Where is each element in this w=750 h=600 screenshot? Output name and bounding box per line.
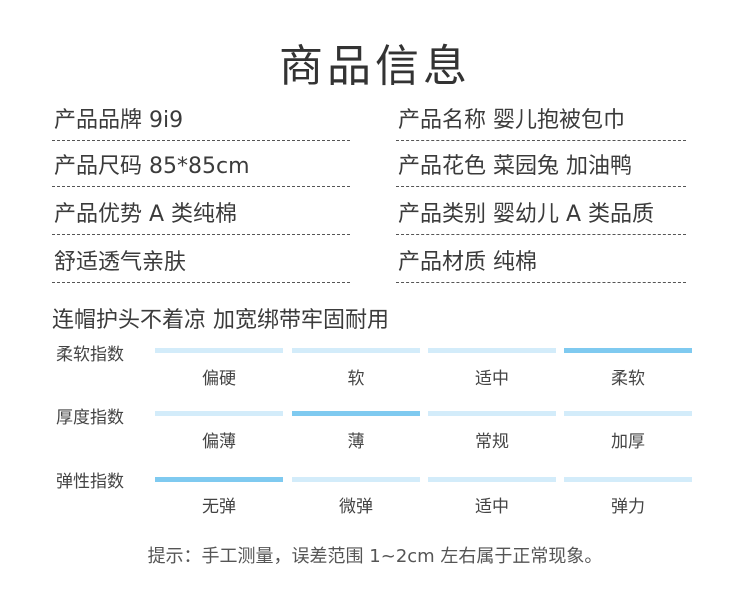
softness-bar-1 <box>292 348 420 353</box>
spec-name-text: 产品名称 婴儿抱被包巾 <box>398 108 625 133</box>
thickness-option: 薄 <box>347 432 365 452</box>
softness-option: 偏硬 <box>202 369 236 389</box>
thickness-bar-2 <box>428 411 556 416</box>
spec-name: 产品名称 婴儿抱被包巾 <box>396 106 686 141</box>
spec-comfort-text: 舒适透气亲肤 <box>54 250 187 275</box>
spec-advantage: 产品优势 A 类纯棉 <box>52 200 350 235</box>
elasticity-bar-3 <box>564 477 692 482</box>
page-title: 商品信息 <box>279 41 471 92</box>
spec-material: 产品材质 纯棉 <box>396 248 686 283</box>
spec-size-text: 产品尺码 85*85cm <box>54 154 250 179</box>
elasticity-option: 无弹 <box>202 497 236 517</box>
elasticity-bar-2 <box>428 477 556 482</box>
softness-bar-3 <box>564 348 692 353</box>
elasticity-bar-0 <box>155 477 283 482</box>
spec-comfort: 舒适透气亲肤 <box>52 248 350 283</box>
thickness-option: 偏薄 <box>202 432 236 452</box>
spec-category-text: 产品类别 婴幼儿 A 类品质 <box>398 202 655 227</box>
elasticity-bar-1 <box>292 477 420 482</box>
elasticity-option: 适中 <box>475 497 509 517</box>
thickness-bar-1 <box>292 411 420 416</box>
measurement-note: 提示：手工测量，误差范围 1~2cm 左右属于正常现象。 <box>147 546 603 567</box>
thickness-bar-3 <box>564 411 692 416</box>
spec-size: 产品尺码 85*85cm <box>52 152 350 187</box>
feature-line: 连帽护头不着凉 加宽绑带牢固耐用 <box>52 308 389 333</box>
spec-brand: 产品品牌 9i9 <box>52 106 350 141</box>
spec-pattern-text: 产品花色 菜园兔 加油鸭 <box>398 154 632 179</box>
thickness-bar-0 <box>155 411 283 416</box>
softness-bar-0 <box>155 348 283 353</box>
spec-category: 产品类别 婴幼儿 A 类品质 <box>396 200 686 235</box>
thickness-option: 常规 <box>475 432 509 452</box>
elasticity-option: 微弹 <box>339 497 373 517</box>
elasticity-option: 弹力 <box>611 497 645 517</box>
spec-brand-text: 产品品牌 9i9 <box>54 108 184 133</box>
softness-label: 柔软指数 <box>56 345 124 365</box>
softness-option: 软 <box>347 369 365 389</box>
softness-option: 柔软 <box>611 369 645 389</box>
softness-bar-2 <box>428 348 556 353</box>
spec-pattern: 产品花色 菜园兔 加油鸭 <box>396 152 686 187</box>
spec-advantage-text: 产品优势 A 类纯棉 <box>54 202 238 227</box>
thickness-label: 厚度指数 <box>56 408 124 428</box>
spec-material-text: 产品材质 纯棉 <box>398 250 537 275</box>
elasticity-label: 弹性指数 <box>56 472 124 492</box>
thickness-option: 加厚 <box>611 432 645 452</box>
softness-option: 适中 <box>475 369 509 389</box>
